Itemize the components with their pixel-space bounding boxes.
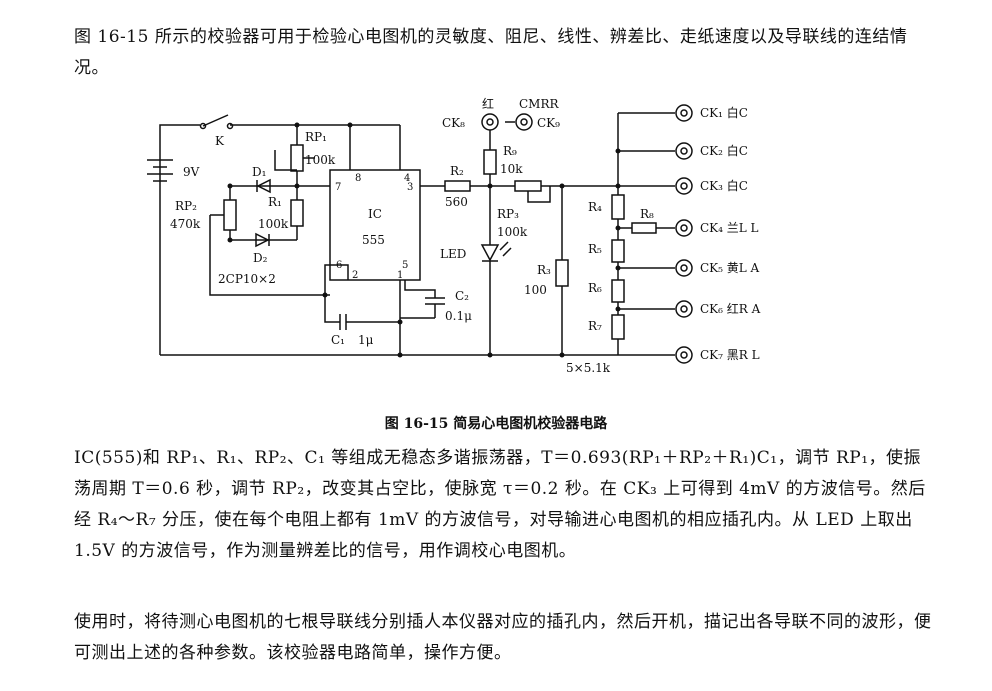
label-rp2-value: 470k — [170, 217, 201, 231]
label-r2: R₂ — [450, 164, 464, 178]
pin-5: 5 — [402, 260, 408, 271]
explanation-paragraph: IC(555)和 RP₁、R₁、RP₂、C₁ 等组成无稳态多谐振荡器，T＝0.6… — [74, 448, 926, 561]
label-rp2: RP₂ — [175, 199, 197, 213]
label-r9-value: 10k — [500, 162, 523, 176]
label-c1: C₁ — [331, 333, 345, 347]
label-r3: R₃ — [537, 263, 551, 277]
pin-2: 2 — [352, 270, 358, 281]
label-r3-value: 100 — [524, 283, 547, 297]
jack-ck6 — [675, 300, 693, 318]
label-r1: R₁ — [268, 195, 282, 209]
jack-ck8 — [481, 113, 499, 131]
figure-caption: 图 16-15 简易心电图机校验器电路 — [384, 416, 608, 432]
label-ck8-color: 红 — [482, 96, 494, 111]
pin-8: 8 — [355, 173, 361, 184]
label-d2: D₂ — [253, 251, 268, 265]
label-rp3: RP₃ — [497, 207, 519, 221]
label-r9: R₉ — [503, 144, 517, 158]
label-r6: R₆ — [588, 281, 602, 295]
label-ck9: CK₉ — [537, 116, 560, 130]
usage-paragraph: 使用时，将待测心电图机的七根导联线分别插人本仪器对应的插孔内，然后开机，描记出各… — [74, 612, 932, 663]
label-cmrr: CMRR — [519, 97, 560, 111]
label-ck8: CK₈ — [442, 116, 465, 130]
jack-ck1 — [675, 104, 693, 122]
label-c2-value: 0.1μ — [445, 309, 472, 323]
jack-ck7 — [675, 346, 693, 364]
pin-3: 3 — [407, 182, 413, 193]
wiring — [147, 112, 675, 356]
label-rp1-value: 100k — [305, 153, 336, 167]
label-ck7: CK₇ 黑R L — [700, 348, 760, 362]
pin-7: 7 — [335, 182, 341, 193]
jack-ck2 — [675, 142, 693, 160]
label-r7: R₇ — [588, 319, 602, 333]
label-ck5: CK₅ 黄L A — [700, 261, 760, 275]
label-ck6: CK₆ 红R A — [700, 301, 761, 316]
label-rp3-value: 100k — [497, 225, 528, 239]
label-d1: D₁ — [252, 165, 266, 179]
label-c1-value: 1μ — [358, 333, 374, 347]
pin-4: 4 — [404, 173, 410, 184]
pin-1: 1 — [397, 270, 403, 281]
label-r4: R₄ — [588, 200, 602, 214]
label-ck4: CK₄ 兰L L — [700, 221, 759, 235]
junction-dots — [227, 122, 621, 358]
label-ck2: CK₂ 白C — [700, 143, 748, 158]
pin-6: 6 — [336, 260, 342, 271]
label-r1-value: 100k — [258, 217, 289, 231]
jack-ck4 — [675, 219, 693, 237]
jack-ck3 — [675, 177, 693, 195]
label-c2: C₂ — [455, 289, 469, 303]
label-rp1: RP₁ — [305, 130, 327, 144]
label-r2-value: 560 — [445, 195, 468, 209]
label-ck3: CK₃ 白C — [700, 178, 748, 193]
label-switch: K — [215, 134, 225, 148]
label-ck1: CK₁ 白C — [700, 105, 748, 120]
label-r8: R₈ — [640, 207, 654, 221]
label-r5: R₅ — [588, 242, 602, 256]
label-divider-value: 5×5.1k — [566, 361, 611, 375]
label-ic: IC — [368, 207, 382, 221]
label-led: LED — [440, 247, 466, 261]
intro-paragraph: 图 16-15 所示的校验器可用于检验心电图机的灵敏度、阻尼、线性、辨差比、走纸… — [74, 27, 908, 78]
label-ic-model: 555 — [362, 233, 385, 247]
label-diodes-note: 2CP10×2 — [218, 272, 276, 286]
circuit-diagram: K 9V RP₁ 100k D₁ R₁ 100k RP₂ 470k D₂ 2CP… — [147, 96, 761, 375]
jack-ck5 — [675, 259, 693, 277]
jack-ck9 — [515, 113, 533, 131]
label-battery: 9V — [183, 165, 200, 179]
